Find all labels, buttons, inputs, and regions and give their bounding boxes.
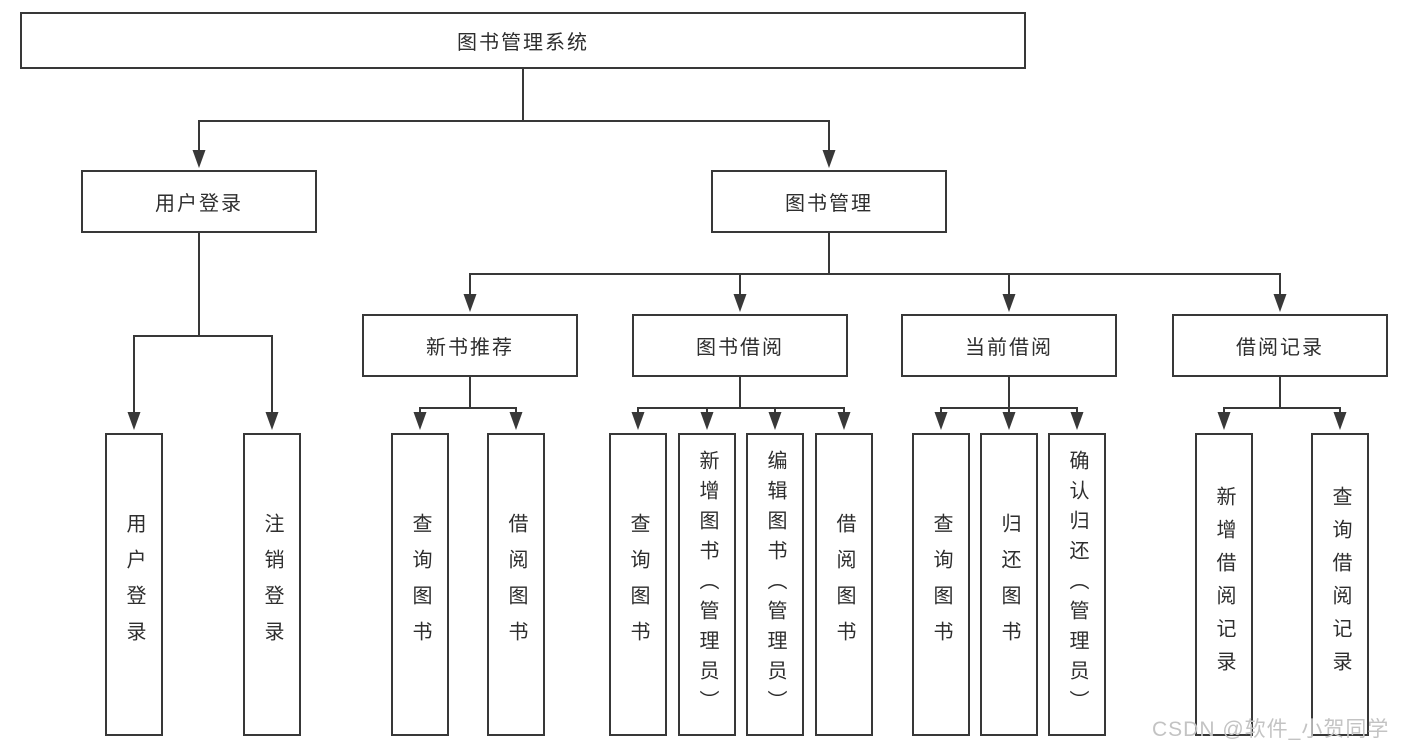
leaf-confirm-return-admin: 确认归还（管理员） <box>1048 433 1106 736</box>
node-book-management: 图书管理 <box>711 170 947 233</box>
node-user-login-label: 用户登录 <box>155 193 243 215</box>
csdn-watermark: CSDN @软件_小贺同学 <box>1152 718 1390 741</box>
leaf-borrow-books-1: 借阅图书 <box>487 433 545 736</box>
node-book-management-label: 图书管理 <box>785 193 873 215</box>
leaf-return-books-label: 归还图书 <box>998 512 1020 657</box>
node-borrowing-records: 借阅记录 <box>1172 314 1388 377</box>
leaf-edit-book-admin: 编辑图书（管理员） <box>746 433 804 736</box>
leaf-add-book-admin-label: 新增图书（管理员） <box>696 449 718 720</box>
node-new-book-recommend: 新书推荐 <box>362 314 578 377</box>
node-new-book-recommend-label: 新书推荐 <box>426 337 514 359</box>
leaf-borrow-books-2-label: 借阅图书 <box>833 512 855 657</box>
leaf-query-books-3: 查询图书 <box>912 433 970 736</box>
leaf-query-borrow-record: 查询借阅记录 <box>1311 433 1369 736</box>
leaf-return-books: 归还图书 <box>980 433 1038 736</box>
leaf-query-books-1: 查询图书 <box>391 433 449 736</box>
leaf-query-books-3-label: 查询图书 <box>930 512 952 657</box>
leaf-query-borrow-record-label: 查询借阅记录 <box>1329 485 1351 684</box>
node-root-label: 图书管理系统 <box>457 32 589 54</box>
leaf-query-books-1-label: 查询图书 <box>409 512 431 657</box>
leaf-add-book-admin: 新增图书（管理员） <box>678 433 736 736</box>
leaf-add-borrow-record-label: 新增借阅记录 <box>1213 485 1235 684</box>
node-root: 图书管理系统 <box>20 12 1026 69</box>
leaf-edit-book-admin-label: 编辑图书（管理员） <box>764 449 786 720</box>
leaf-add-borrow-record: 新增借阅记录 <box>1195 433 1253 736</box>
leaf-query-books-2: 查询图书 <box>609 433 667 736</box>
node-book-borrowing: 图书借阅 <box>632 314 848 377</box>
leaf-logout-label: 注销登录 <box>261 512 283 657</box>
node-user-login: 用户登录 <box>81 170 317 233</box>
leaf-logout: 注销登录 <box>243 433 301 736</box>
leaf-user-login-label: 用户登录 <box>123 512 145 657</box>
node-book-borrowing-label: 图书借阅 <box>696 337 784 359</box>
node-borrowing-records-label: 借阅记录 <box>1236 337 1324 359</box>
leaf-query-books-2-label: 查询图书 <box>627 512 649 657</box>
leaf-borrow-books-1-label: 借阅图书 <box>505 512 527 657</box>
leaf-confirm-return-admin-label: 确认归还（管理员） <box>1066 449 1088 720</box>
node-current-borrowing-label: 当前借阅 <box>965 337 1053 359</box>
leaf-user-login: 用户登录 <box>105 433 163 736</box>
node-current-borrowing: 当前借阅 <box>901 314 1117 377</box>
leaf-borrow-books-2: 借阅图书 <box>815 433 873 736</box>
